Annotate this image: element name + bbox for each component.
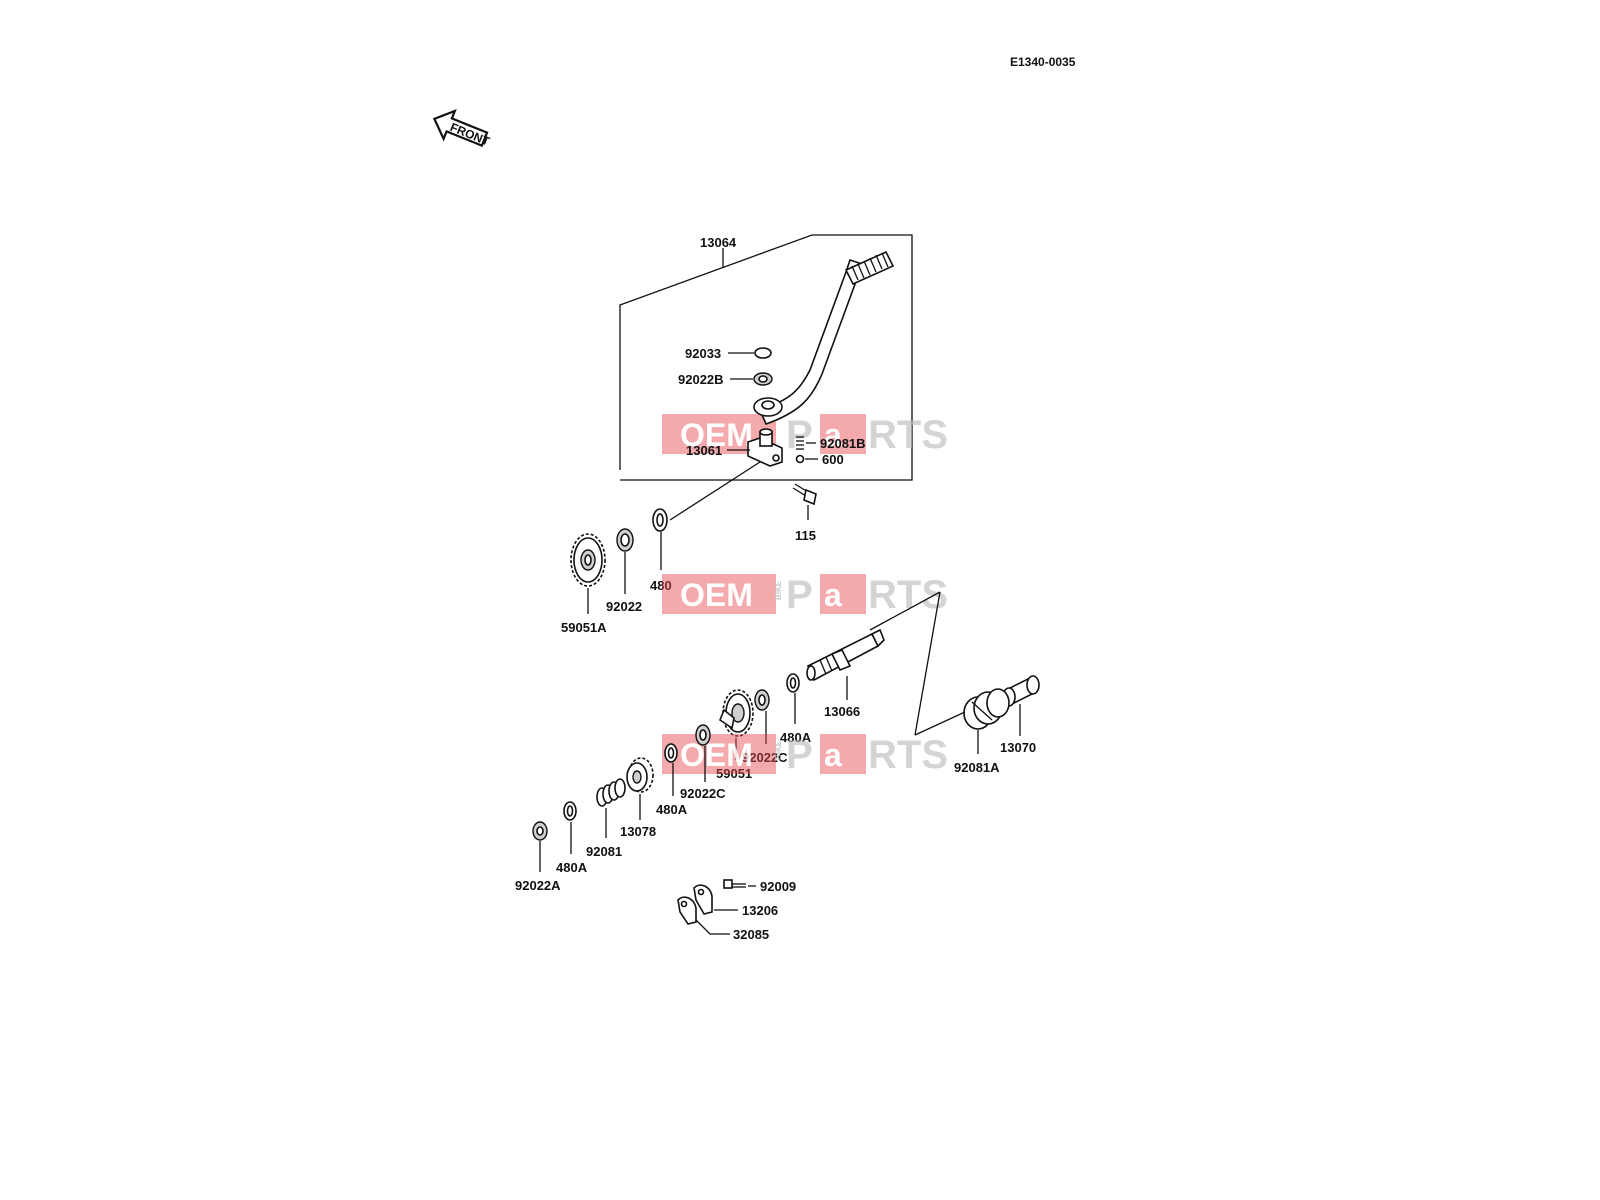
label-59051a: 59051A	[561, 620, 607, 635]
kick-pedal-lever	[753, 250, 895, 426]
circlip-92033	[754, 347, 772, 359]
label-92022c-lower: 92022C	[680, 786, 726, 801]
svg-text:P: P	[786, 573, 813, 617]
screw-92009	[723, 879, 746, 889]
label-59051: 59051	[716, 766, 752, 781]
pedal-rubber-grip	[844, 250, 895, 286]
kick-shaft-13066	[806, 628, 885, 682]
label-32085: 32085	[733, 927, 769, 942]
svg-text:OEM: OEM	[680, 417, 753, 453]
label-92022c-upper: 92022C	[742, 750, 788, 765]
label-13078: 13078	[620, 824, 656, 839]
spring-92081a	[963, 688, 1010, 730]
svg-text:P: P	[786, 413, 813, 457]
watermark-1: OEM P a RTS	[662, 413, 948, 457]
label-115: 115	[795, 528, 816, 543]
bolt-115	[792, 483, 817, 506]
ratchet-13078	[626, 757, 654, 793]
label-13061: 13061	[686, 443, 722, 458]
svg-text:a: a	[824, 737, 842, 773]
watermark-3: OEM BIKE P a RTS	[662, 733, 948, 777]
label-13064: 13064	[700, 235, 737, 250]
kick-joint-13061	[747, 428, 783, 467]
label-480: 480	[650, 578, 672, 593]
label-480a-lower: 480A	[556, 860, 588, 875]
label-92009: 92009	[760, 879, 796, 894]
label-13070: 13070	[1000, 740, 1036, 755]
svg-text:a: a	[824, 417, 842, 453]
ball-600	[795, 454, 805, 464]
svg-text:BIKE: BIKE	[774, 580, 783, 600]
guide-32085	[677, 896, 697, 925]
label-92033: 92033	[685, 346, 721, 361]
label-92022b: 92022B	[678, 372, 724, 387]
label-13066: 13066	[824, 704, 860, 719]
label-13206: 13206	[742, 903, 778, 918]
label-600: 600	[822, 452, 844, 467]
svg-text:RTS: RTS	[868, 573, 948, 617]
svg-text:OEM: OEM	[680, 737, 753, 773]
spring-92081b	[796, 436, 804, 450]
assembly-frame	[619, 234, 913, 481]
shaft-axis	[869, 591, 941, 631]
label-92081b: 92081B	[820, 436, 866, 451]
svg-text:a: a	[824, 577, 842, 613]
label-480a-middle: 480A	[656, 802, 688, 817]
label-92022: 92022	[606, 599, 642, 614]
spring-92081	[596, 778, 626, 807]
svg-text:RTS: RTS	[868, 413, 948, 457]
label-92022a: 92022A	[515, 878, 561, 893]
svg-text:OEM: OEM	[680, 577, 753, 613]
label-92081: 92081	[586, 844, 622, 859]
svg-text:BIKE: BIKE	[774, 740, 783, 760]
front-arrow-icon: FRONT	[432, 109, 492, 149]
gear-59051	[719, 689, 754, 737]
label-92081a: 92081A	[954, 760, 1000, 775]
svg-text:RTS: RTS	[868, 733, 948, 777]
label-480a-upper: 480A	[780, 730, 812, 745]
svg-text:P: P	[786, 733, 813, 777]
front-label: FRONT	[448, 120, 492, 149]
diagram-code: E1340-0035	[1010, 55, 1076, 69]
gear-59051a	[570, 533, 606, 587]
